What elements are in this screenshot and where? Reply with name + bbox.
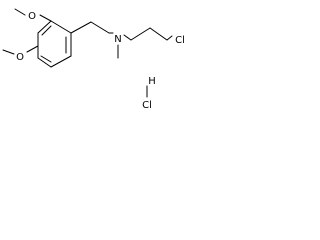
bond-propyl-2 <box>149 27 168 41</box>
ring-bond-3 <box>50 55 72 68</box>
bond-propyl-1 <box>130 27 151 41</box>
bond-ring-ch2 <box>70 21 92 34</box>
ring-bond-1 <box>50 20 72 34</box>
ethyl-linker <box>70 21 110 34</box>
ring-bond-6 <box>37 20 52 34</box>
atom-label-o-lower: O <box>16 52 24 63</box>
structural-formula: O O N Cl H Cl <box>2 8 185 111</box>
methoxy-groups <box>2 8 52 55</box>
bond-propyl-3 <box>166 35 173 41</box>
atom-labels: O O N Cl H Cl <box>16 11 185 111</box>
atom-label-h-salt: H <box>148 76 156 87</box>
ring-bond-4 <box>37 57 52 68</box>
atom-label-cl-chain: Cl <box>175 35 185 46</box>
atom-label-o-upper: O <box>28 11 36 22</box>
bond-ch2-ch2 <box>90 21 110 34</box>
bond-n-ch2 <box>123 34 132 41</box>
chloropropyl-chain <box>130 27 173 41</box>
amine-substituents <box>108 32 132 59</box>
benzene-ring <box>37 20 72 68</box>
ring-double-bond-inner-2 <box>40 55 52 63</box>
bond-o-upper-ring <box>39 14 52 22</box>
bond-ch3-o-upper <box>14 8 26 16</box>
atom-label-cl-salt: Cl <box>142 100 152 111</box>
bond-o-lower-ring <box>26 45 39 53</box>
ring-double-bond-inner-3 <box>41 25 52 36</box>
bond-ch3-o-lower <box>2 49 15 55</box>
atom-label-n: N <box>114 34 121 45</box>
